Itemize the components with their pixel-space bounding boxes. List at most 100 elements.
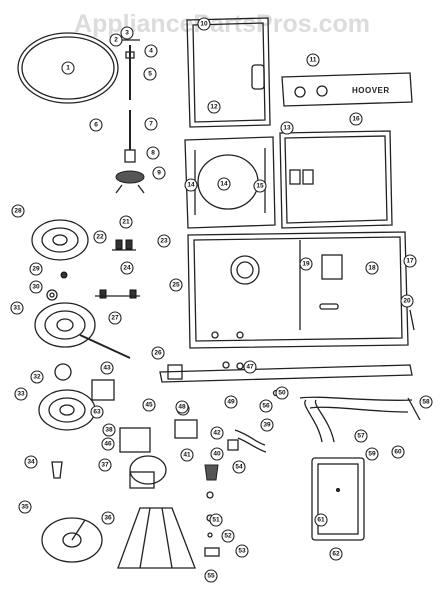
callout-number: 4 [149,48,153,55]
callout-5: 5 [143,67,157,81]
callout-bubble [400,294,414,308]
callout-number: 48 [178,404,186,411]
callout-19: 19 [299,257,313,271]
callout-59: 59 [365,447,379,461]
part-shaft-assembly [115,39,145,194]
callout-bubble [204,569,218,583]
callout-47: 47 [243,360,257,374]
part-base-frame [187,231,409,349]
part-long-shaft [159,364,413,383]
callout-bubble [146,146,160,160]
callout-number: 49 [227,399,235,406]
callout-number: 50 [278,390,286,397]
part-bowl-base [117,507,196,569]
part-clamps [95,239,140,299]
callout-16: 16 [349,112,363,126]
callout-bubble [184,178,198,192]
callout-57: 57 [354,429,368,443]
callout-38: 38 [102,423,116,437]
callout-number: 35 [21,504,29,511]
callout-2: 2 [109,33,123,47]
callout-number: 45 [145,402,153,409]
callout-32: 32 [30,370,44,384]
callout-number: 57 [357,433,365,440]
callout-number: 40 [213,451,221,458]
callout-number: 51 [212,517,220,524]
callout-number: 8 [151,150,155,157]
callout-number: 63 [93,409,101,416]
callout-bubble [275,386,289,400]
callout-bubble [24,455,38,469]
callout-21: 21 [119,215,133,229]
callout-43: 43 [100,361,114,375]
callout-number: 47 [246,364,254,371]
callout-bubble [101,511,115,525]
brand-label: HOOVER [352,86,390,95]
callout-55: 55 [204,569,218,583]
callout-bubble [144,44,158,58]
callout-29: 29 [29,262,43,276]
callout-bubble [210,447,224,461]
callout-number: 34 [27,459,35,466]
callout-bubble [259,399,273,413]
part-pulley-33 [38,389,96,431]
callout-31: 31 [10,301,24,315]
part-bracket [91,379,115,401]
callout-bubble [144,117,158,131]
callout-number: 24 [123,265,131,272]
part-belt-disc [17,32,119,104]
callout-bubble [157,234,171,248]
callout-33: 33 [14,387,28,401]
callout-bubble [100,361,114,375]
callout-bubble [314,513,328,527]
callout-bubble [224,395,238,409]
part-control-panel: HOOVER [281,72,413,107]
callout-bubble [365,447,379,461]
callout-bubble [10,301,24,315]
callout-number: 21 [122,219,130,226]
callout-number: 31 [13,305,21,312]
callout-49: 49 [224,395,238,409]
callout-bubble [180,448,194,462]
callout-12: 12 [207,100,221,114]
callout-number: 12 [210,104,218,111]
callout-3: 3 [120,26,134,40]
callout-8: 8 [146,146,160,160]
callout-number: 55 [207,573,215,580]
callout-number: 6 [94,122,98,129]
callout-bubble [419,395,433,409]
callout-number: 32 [33,374,41,381]
callout-14: 14 [217,177,231,191]
callout-number: 19 [302,261,310,268]
callout-30: 30 [29,280,43,294]
callout-number: 23 [160,238,168,245]
callout-10: 10 [197,17,211,31]
callout-34: 34 [24,455,38,469]
callout-number: 39 [263,422,271,429]
callout-18: 18 [365,261,379,275]
callout-bubble [152,166,166,180]
callout-number: 22 [96,234,104,241]
callout-number: 1 [66,65,70,72]
callout-bubble [175,400,189,414]
callout-number: 7 [149,121,153,128]
callout-bubble [210,426,224,440]
callout-bubble [280,121,294,135]
callout-14: 14 [184,178,198,192]
callout-number: 59 [368,451,376,458]
callout-bubble [101,437,115,451]
callout-number: 18 [368,265,376,272]
callout-bubble [209,513,223,527]
callout-number: 46 [104,441,112,448]
callout-23: 23 [157,234,171,248]
callout-54: 54 [232,460,246,474]
callout-number: 54 [235,464,243,471]
callout-45: 45 [142,398,156,412]
callout-17: 17 [403,254,417,268]
part-top-lid [186,17,271,128]
callout-number: 11 [310,57,317,64]
callout-bubble [151,346,165,360]
callout-bubble [365,261,379,275]
part-small-hose [234,429,267,453]
